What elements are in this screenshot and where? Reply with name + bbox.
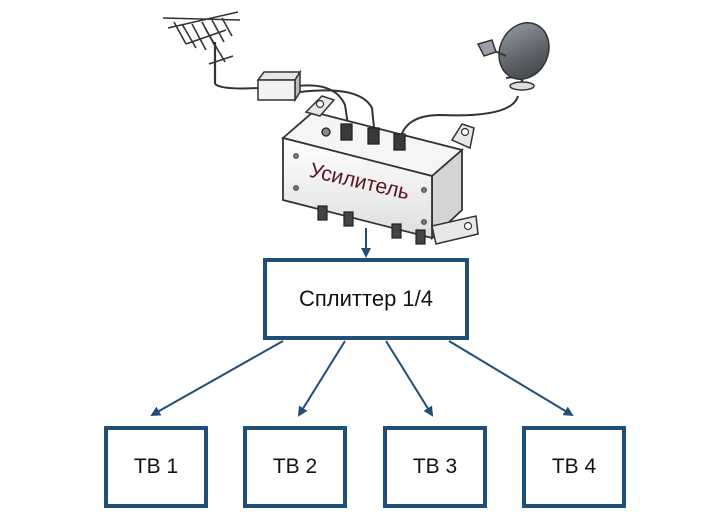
tv-1-box: ТВ 1 bbox=[104, 426, 208, 508]
tv-4-label: ТВ 4 bbox=[551, 455, 597, 478]
splitter-label: Сплиттер 1/4 bbox=[299, 286, 433, 311]
tv-3-label: ТВ 3 bbox=[412, 455, 458, 478]
arrow-splitter-to-tv3 bbox=[385, 340, 434, 417]
power-supply-icon bbox=[256, 69, 302, 103]
satellite-dish-icon bbox=[476, 22, 550, 91]
amplifier-device-icon: Усилитель bbox=[281, 95, 479, 245]
arrow-splitter-to-tv4 bbox=[448, 340, 574, 417]
tv-2-box: ТВ 2 bbox=[243, 426, 347, 508]
coax-cables bbox=[214, 83, 519, 141]
splitter-box: Сплиттер 1/4 bbox=[263, 258, 469, 340]
tv-2-label: ТВ 2 bbox=[272, 455, 318, 478]
tv-3-box: ТВ 3 bbox=[383, 426, 487, 508]
tv-antenna-icon bbox=[162, 11, 241, 84]
arrow-splitter-to-tv1 bbox=[150, 340, 284, 416]
arrow-splitter-to-tv2 bbox=[297, 340, 346, 417]
tv-1-label: ТВ 1 bbox=[133, 455, 179, 478]
tv-4-box: ТВ 4 bbox=[522, 426, 626, 508]
